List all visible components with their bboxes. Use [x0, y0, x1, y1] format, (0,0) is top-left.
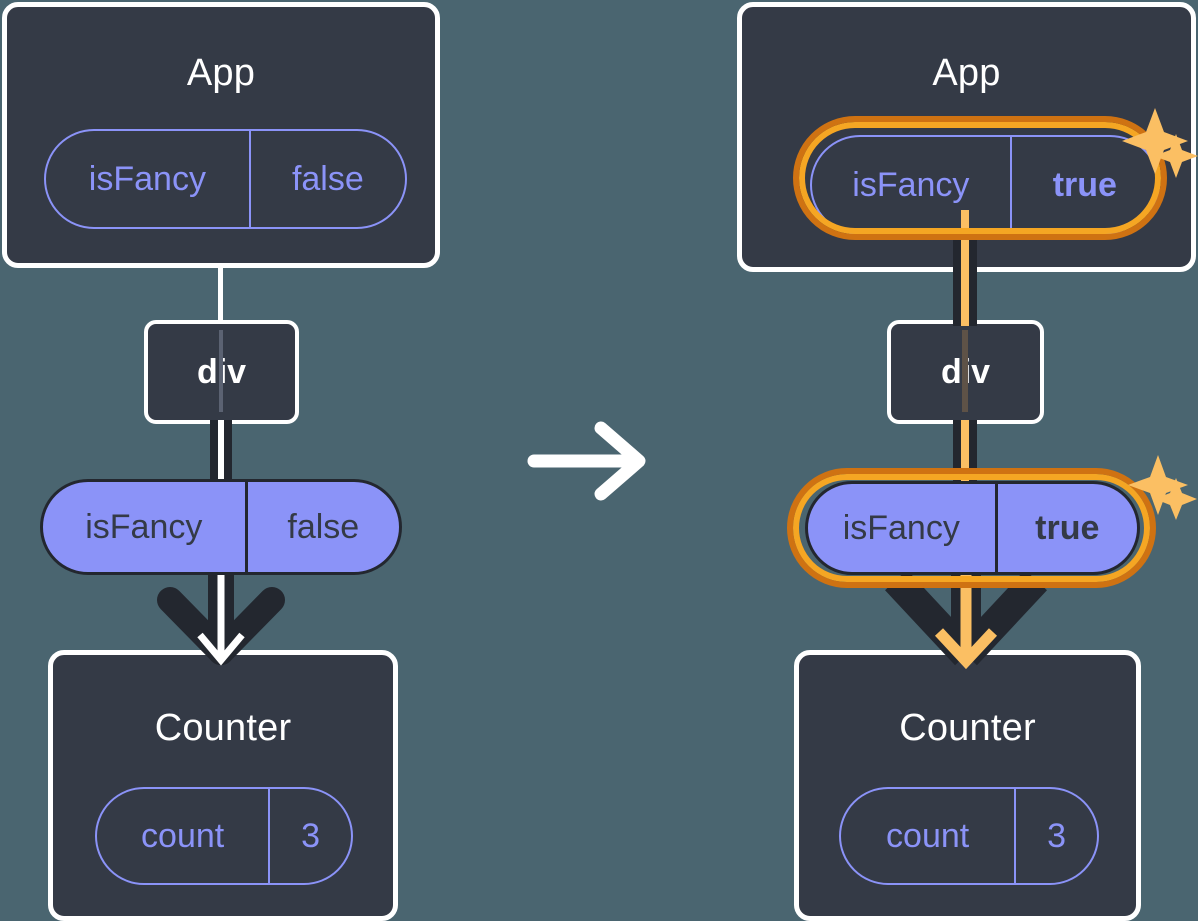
app-state-pill-left: isFancy false [44, 129, 407, 229]
prop-key-right: isFancy [842, 508, 960, 547]
app-card-title-left: App [186, 52, 256, 94]
app-state-key-left: isFancy [88, 159, 206, 198]
prop-value-right: true [994, 484, 1137, 572]
app-card-title-right: App [932, 52, 1001, 94]
wire-div-to-prop-core-left [218, 420, 224, 490]
app-state-value-left: false [248, 131, 405, 227]
wire-app-to-div-core-right [961, 210, 969, 326]
prop-value-left: false [244, 482, 399, 572]
wire-app-to-div-left [218, 262, 223, 324]
counter-card-right: Counter count 3 [794, 650, 1141, 921]
counter-state-value-left: 3 [268, 789, 351, 883]
app-state-highlight-right [793, 116, 1167, 240]
wire-through-div-left [219, 330, 223, 412]
sparkle-icon-prop-small [1155, 478, 1197, 520]
counter-card-left: Counter count 3 [48, 650, 398, 921]
prop-pill-left: isFancy false [40, 479, 402, 575]
counter-state-value-right: 3 [1014, 789, 1097, 883]
counter-state-pill-left: count 3 [95, 787, 353, 885]
prop-pill-right: isFancy true [805, 481, 1140, 575]
counter-state-key-left: count [141, 816, 225, 855]
wire-div-to-prop-core-right [961, 420, 969, 492]
wire-through-div-right [962, 330, 968, 412]
prop-key-left: isFancy [85, 507, 203, 546]
counter-card-title-right: Counter [899, 707, 1036, 749]
app-card-left: App isFancy false [2, 2, 440, 268]
counter-state-pill-right: count 3 [839, 787, 1099, 885]
counter-card-title-left: Counter [154, 707, 292, 749]
counter-state-key-right: count [886, 816, 970, 855]
